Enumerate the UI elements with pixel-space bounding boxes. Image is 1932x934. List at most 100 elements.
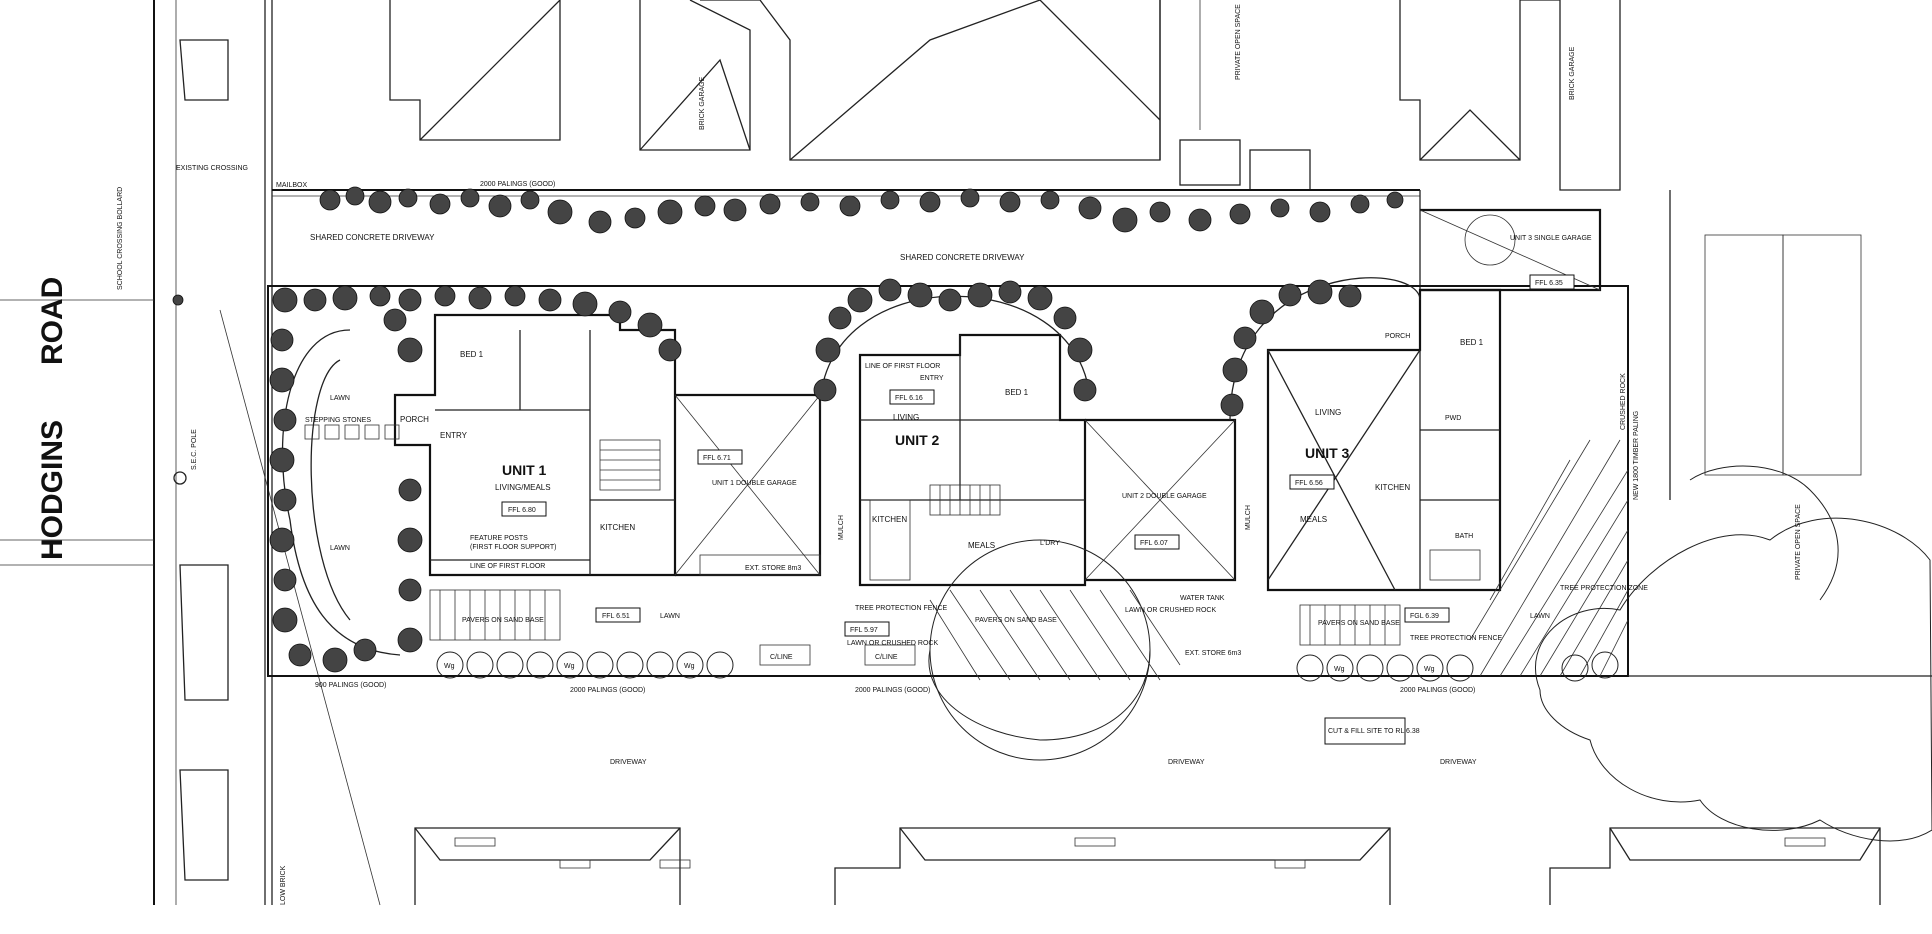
clothesline-label-2: C/LINE [875, 654, 898, 661]
unit-1-entry: ENTRY [440, 431, 468, 440]
unit-3-living: LIVING [1315, 408, 1341, 417]
unit-3-bath: BATH [1455, 533, 1473, 540]
unit-1-front-garden [269, 285, 682, 673]
palings-label-top: 2000 PALINGS (GOOD) [480, 181, 555, 188]
unit-3-pavers: PAVERS ON SAND BASE [1318, 620, 1400, 627]
driveway-label-1: DRIVEWAY [610, 759, 647, 766]
unit-3-tpf-label: TREE PROTECTION FENCE [1410, 635, 1503, 642]
school-bollard-label: SCHOOL CROSSING BOLLARD [117, 187, 124, 290]
existing-crossing-label: EXISTING CROSSING [176, 165, 248, 172]
unit-2-garage-label: UNIT 2 DOUBLE GARAGE [1122, 493, 1207, 500]
unit-1-pavers-label: PAVERS ON SAND BASE [462, 617, 544, 624]
tree-protection-zone-label: TREE PROTECTION ZONE [1560, 585, 1648, 592]
unit-2-lawn-crushed: LAWN OR CRUSHED ROCK [847, 640, 938, 647]
unit-1-yard-ffl: FFL 6.51 [602, 613, 630, 620]
clothesline-label-1: C/LINE [770, 654, 793, 661]
first-floor-support-label: (FIRST FLOOR SUPPORT) [470, 544, 556, 551]
north-shrub-row [319, 186, 1404, 234]
unit-3-garage-ffl: FFL 6.35 [1535, 280, 1563, 287]
unit-2-living: LIVING [893, 413, 919, 422]
neighbour-tree [1534, 190, 1932, 842]
unit-3-yard-fgl: FGL 6.39 [1410, 613, 1439, 620]
unit-3-rear-yard [1299, 439, 1629, 745]
unit-2-laundry: L'DRY [1040, 540, 1060, 547]
unit-2-meals: MEALS [968, 541, 995, 550]
unit-3-lawn: LAWN [1530, 613, 1550, 620]
driveway-label-3: DRIVEWAY [1440, 759, 1477, 766]
palings-label-south-3: 2000 PALINGS (GOOD) [1400, 687, 1475, 694]
driveway-label-2: DRIVEWAY [1168, 759, 1205, 766]
unit-3-garden [1220, 277, 1421, 421]
unit-1-label: UNIT 1 [502, 462, 547, 478]
private-open-space-top: PRIVATE OPEN SPACE [1235, 4, 1242, 80]
site-boundary [267, 285, 1932, 677]
unit-1-rear-yard [429, 589, 811, 666]
crushed-rock-label: CRUSHED ROCK [1620, 373, 1627, 430]
unit-1-porch: PORCH [400, 415, 429, 424]
wg-label-2: Wg [564, 663, 575, 670]
unit-1-building [393, 313, 822, 577]
line-first-floor-label: LINE OF FIRST FLOOR [470, 563, 545, 570]
unit-2-ffl: FFL 6.16 [895, 395, 923, 402]
shared-driveway-label-1: SHARED CONCRETE DRIVEWAY [310, 233, 435, 242]
unit-2-tpf-label: TREE PROTECTION FENCE [855, 605, 948, 612]
unit-2-tank: WATER TANK [1180, 595, 1225, 602]
unit-1-ffl-box [501, 501, 547, 517]
feature-posts-label: FEATURE POSTS [470, 535, 528, 542]
palings-label-900: 900 PALINGS (GOOD) [315, 682, 386, 689]
unit-1-kitchen: KITCHEN [600, 523, 635, 532]
shared-driveway-label-2: SHARED CONCRETE DRIVEWAY [900, 253, 1025, 262]
brick-garage-label-2: BRICK GARAGE [1569, 46, 1576, 100]
unit-3-mulch: MULCH [1245, 505, 1252, 530]
low-brick-label: LOW BRICK [280, 865, 287, 905]
unit-2-bed1: BED 1 [1005, 388, 1029, 397]
road-edge-lines [0, 0, 381, 906]
road-name-hodgins: HODGINS [36, 420, 69, 560]
unit-1-ffl: FFL 6.80 [508, 507, 536, 514]
road-name-road: ROAD [36, 277, 69, 365]
palings-label-south-1: 2000 PALINGS (GOOD) [570, 687, 645, 694]
unit-1-yard-lawn: LAWN [660, 613, 680, 620]
unit-3-building [1266, 208, 1602, 592]
wg-label-3: Wg [684, 663, 695, 670]
unit-2-rear-yard [844, 539, 1181, 761]
unit-3-ffl: FFL 6.56 [1295, 480, 1323, 487]
unit-2-building [858, 333, 1237, 587]
private-open-space-right: PRIVATE OPEN SPACE [1795, 504, 1802, 580]
wg-label-5: Wg [1424, 666, 1435, 673]
unit-1-garage-ffl-box [697, 449, 743, 465]
unit-2-garage-ffl: FFL 6.07 [1140, 540, 1168, 547]
unit-2-garden [813, 278, 1097, 411]
mailbox-label: MAILBOX [276, 182, 307, 189]
unit-3-pwd: PWD [1445, 415, 1461, 422]
unit-1-garage-ffl: FFL 6.71 [703, 455, 731, 462]
new-fence-label: NEW 1800 TIMBER PALING [1633, 411, 1640, 500]
wg-label-4: Wg [1334, 666, 1345, 673]
unit-1-living-label: LIVING/MEALS [495, 483, 551, 492]
unit-2-kitchen: KITCHEN [872, 515, 907, 524]
stepping-stones-label: STEPPING STONES [305, 417, 371, 424]
unit-3-bed1: BED 1 [1460, 338, 1484, 347]
palings-label-south-2: 2000 PALINGS (GOOD) [855, 687, 930, 694]
neighbour-houses-bottom [414, 827, 1881, 905]
unit-2-label: UNIT 2 [895, 432, 940, 448]
unit-3-garage-ffl-box [1529, 274, 1575, 290]
unit-1-bed1: BED 1 [460, 350, 484, 359]
unit-3-garage-label: UNIT 3 SINGLE GARAGE [1510, 235, 1592, 242]
kerb-islands [172, 39, 229, 881]
unit-3-ffl-box [1289, 474, 1335, 490]
unit-2-line-first-floor: LINE OF FIRST FLOOR [865, 363, 940, 370]
unit-2-ffl-box [889, 389, 935, 405]
unit-1-lawn-label-2: LAWN [330, 545, 350, 552]
south-shrub-row [436, 651, 1619, 682]
ext-store-label: EXT. STORE 8m3 [745, 565, 801, 572]
unit-2-garage-ffl-box [1134, 534, 1180, 550]
ext-store-2-label: EXT. STORE 6m3 [1185, 650, 1241, 657]
brick-garage-label: BRICK GARAGE [699, 76, 706, 130]
unit-2-entry: ENTRY [920, 375, 944, 382]
unit-2-pavers: PAVERS ON SAND BASE [975, 617, 1057, 624]
unit-2-yard-ffl: FFL 5.97 [850, 627, 878, 634]
neighbour-houses-top [389, 0, 1621, 191]
unit-3-label: UNIT 3 [1305, 445, 1350, 461]
